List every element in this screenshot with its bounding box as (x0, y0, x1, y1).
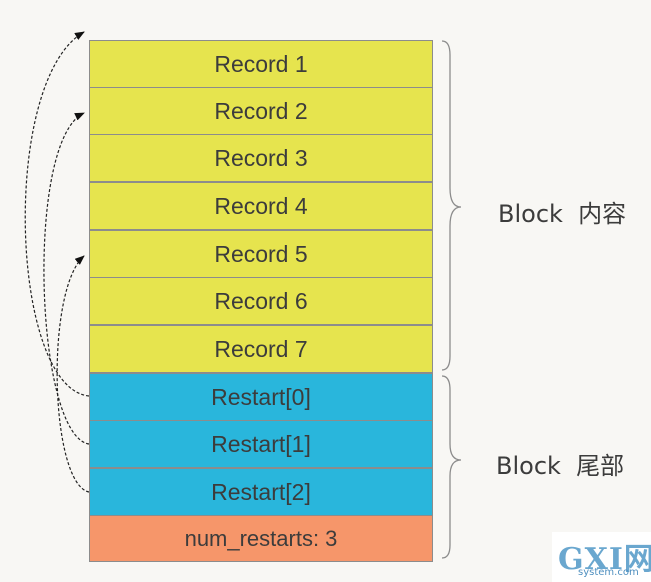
trailer-brace (441, 375, 462, 559)
site-watermark-logo: GXI网 system.com (552, 532, 651, 582)
num-restarts-cell: num_restarts: 3 (89, 516, 433, 562)
restart-2-pointer-arrow (56, 255, 90, 493)
watermark-sub-text: system.com (578, 567, 639, 578)
record-cell: Record 7 (89, 325, 433, 373)
restart-1-pointer-arrow (43, 112, 90, 445)
record-cell: Record 4 (89, 182, 433, 230)
block-content-label: Block 内容 (498, 200, 627, 228)
record-cell: Record 1 (89, 40, 433, 88)
record-cell: Record 2 (89, 87, 433, 135)
restart-cell: Restart[0] (89, 373, 433, 421)
record-cell: Record 3 (89, 134, 433, 182)
restart-0-pointer-arrow (24, 31, 90, 397)
record-cell: Record 5 (89, 230, 433, 278)
content-brace (441, 40, 462, 371)
block-trailer-label: Block 尾部 (496, 452, 625, 480)
restart-cell: Restart[2] (89, 468, 433, 516)
restart-cell: Restart[1] (89, 420, 433, 468)
watermark-main-text: GXI网 (558, 542, 651, 577)
record-cell: Record 6 (89, 277, 433, 325)
